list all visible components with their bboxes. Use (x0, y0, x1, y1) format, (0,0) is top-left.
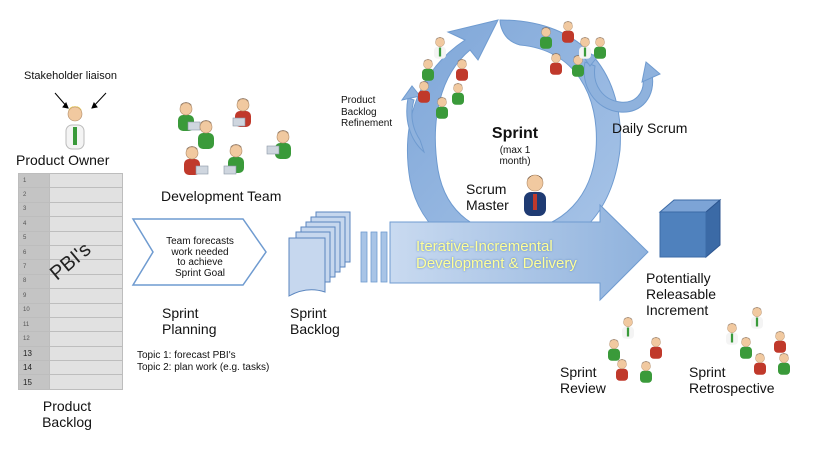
backlog-row: 7 (18, 259, 123, 275)
backlog-row-number: 7 (18, 259, 50, 275)
refinement-arrow (400, 85, 426, 154)
backlog-row-number: 3 (18, 201, 50, 218)
sprint-title: Sprint (491, 125, 539, 142)
backlog-row-cell (49, 331, 123, 347)
backlog-row: 12 (18, 331, 123, 347)
backlog-row-number: 9 (18, 288, 50, 304)
backlog-row-cell (49, 259, 123, 275)
connector-bars (360, 231, 388, 283)
backlog-row-number: 12 (18, 331, 50, 347)
backlog-row-number: 2 (18, 187, 50, 203)
backlog-row-cell (49, 345, 123, 362)
daily-scrum-label: Daily Scrum (612, 120, 688, 136)
development-team-figures (177, 97, 292, 176)
scrum-master-figure (524, 174, 546, 216)
backlog-row: 1 (18, 172, 123, 189)
backlog-row: 10 (18, 302, 123, 318)
backlog-row-cell (49, 374, 123, 390)
backlog-row-cell (49, 302, 123, 318)
development-team-label: Development Team (161, 188, 282, 204)
sprint-planning-shape (131, 218, 267, 286)
backlog-row: 11 (18, 316, 123, 333)
backlog-row-number: 4 (18, 216, 50, 232)
backlog-row-cell (49, 316, 123, 333)
backlog-row: 13 (18, 345, 123, 362)
backlog-row-number: 10 (18, 302, 50, 318)
iterative-arrow (389, 203, 649, 302)
backlog-row: 15 (18, 374, 123, 390)
sprint-retrospective-figures (725, 306, 791, 376)
backlog-row-cell (49, 360, 123, 376)
backlog-row: 6 (18, 244, 123, 261)
backlog-row: 3 (18, 201, 123, 218)
stakeholder-liaison-label: Stakeholder liaison (24, 70, 117, 82)
backlog-row-cell (49, 172, 123, 189)
sprint-cycle-ring (406, 19, 621, 257)
backlog-row: 5 (18, 230, 123, 246)
backlog-row: 9 (18, 288, 123, 304)
sprint-review-figures (607, 316, 663, 384)
backlog-row-number: 6 (18, 244, 50, 261)
backlog-row-number: 14 (18, 360, 50, 376)
backlog-row: 8 (18, 273, 123, 290)
backlog-row-cell (49, 216, 123, 232)
cycle-team-figures (417, 20, 607, 120)
backlog-row: 4 (18, 216, 123, 232)
backlog-row-number: 11 (18, 316, 50, 333)
backlog-row: 14 (18, 360, 123, 376)
stakeholder-arrows (54, 92, 107, 109)
backlog-row-number: 5 (18, 230, 50, 246)
sprint-backlog-documents (288, 211, 351, 297)
backlog-row-number: 15 (18, 374, 50, 390)
backlog-row-cell (49, 187, 123, 203)
product-owner-label: Product Owner (16, 152, 110, 168)
product-owner-figure (65, 106, 85, 150)
backlog-row-cell (49, 201, 123, 218)
backlog-row-number: 13 (18, 345, 50, 362)
backlog-row-number: 8 (18, 273, 50, 290)
backlog-row: 2 (18, 187, 123, 203)
backlog-row-number: 1 (18, 172, 50, 189)
increment-cube (658, 198, 722, 259)
backlog-row-cell (49, 288, 123, 304)
